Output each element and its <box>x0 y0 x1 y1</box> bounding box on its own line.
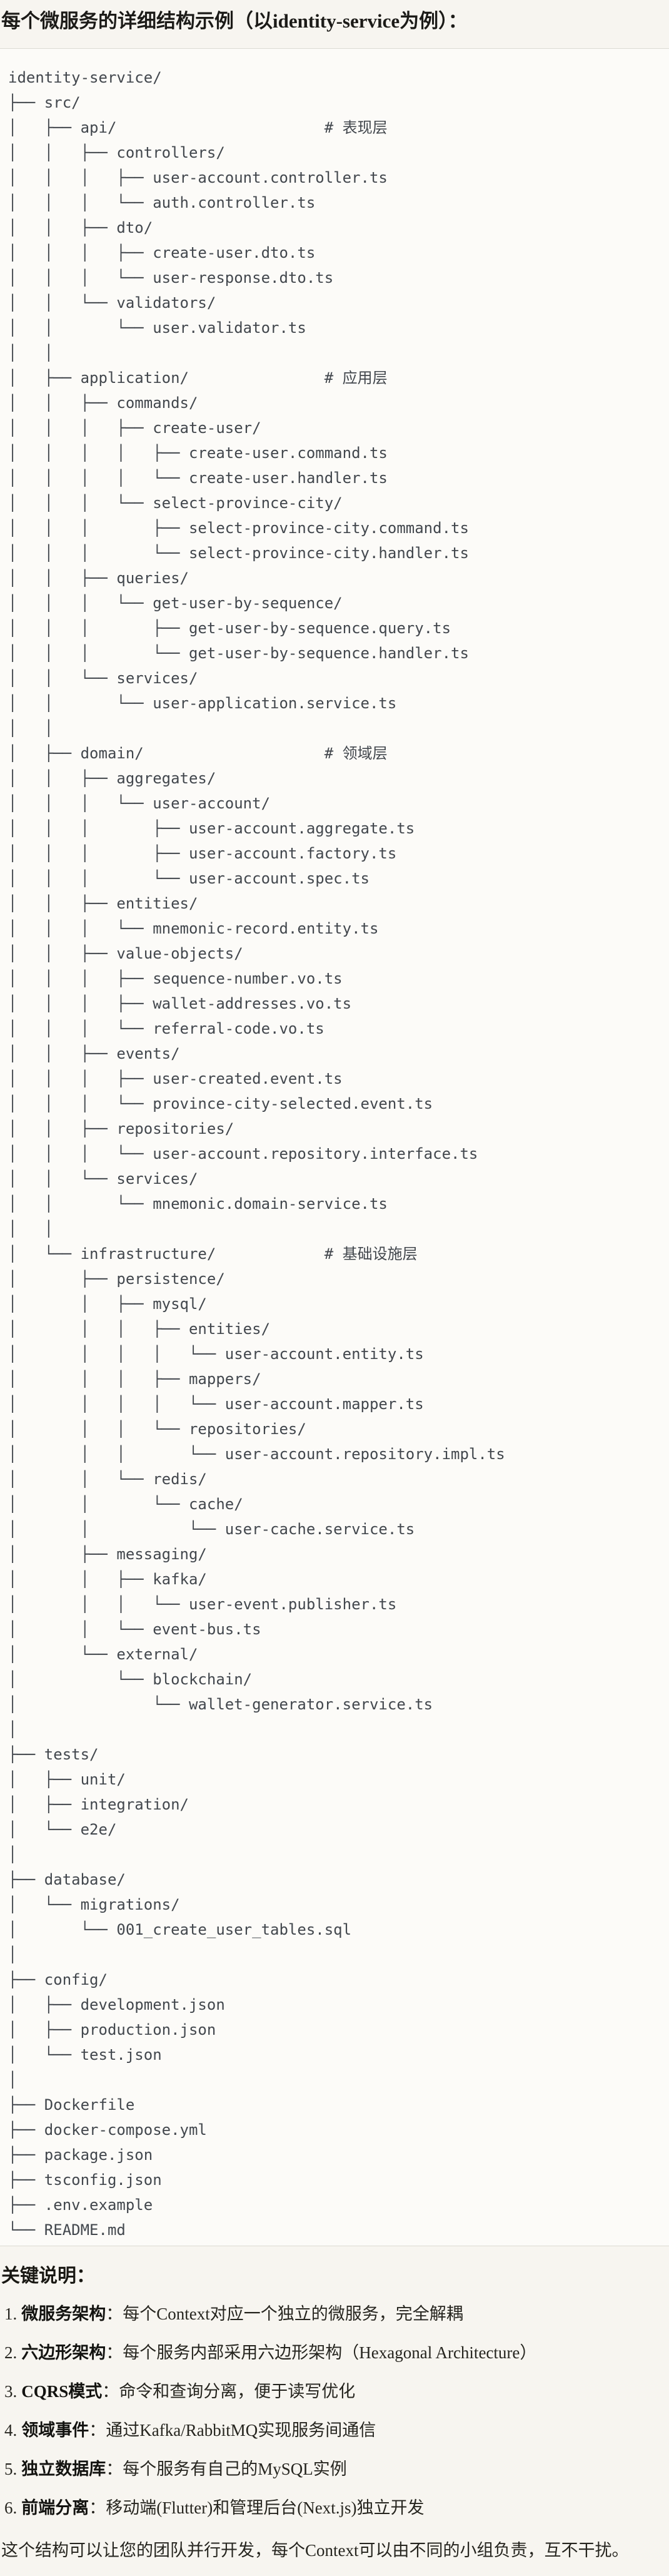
list-item: 1.微服务架构：每个Context对应一个独立的微服务，完全解耦 <box>4 2303 664 2325</box>
list-item-colon: ： <box>106 2304 123 2323</box>
list-item-label: 六边形架构 <box>21 2343 106 2362</box>
list-item-number: 2. <box>4 2343 18 2362</box>
directory-tree: identity-service/ ├── src/ │ ├── api/ # … <box>8 69 505 2239</box>
notes-list: 1.微服务架构：每个Context对应一个独立的微服务，完全解耦 2.六边形架构… <box>1 2303 664 2519</box>
list-item-number: 1. <box>4 2304 18 2323</box>
closing-paragraph: 这个结构可以让您的团队并行开发，每个Context可以由不同的小组负责，互不干扰… <box>1 2541 629 2560</box>
list-item-colon: ： <box>106 2343 123 2362</box>
list-item: 3.CQRS模式：命令和查询分离，便于读写优化 <box>4 2380 664 2403</box>
list-item-colon: ： <box>102 2382 119 2401</box>
list-item-number: 3. <box>4 2382 18 2401</box>
list-item-label: 微服务架构 <box>21 2304 106 2323</box>
list-item-text: 每个服务内部采用六边形架构（Hexagonal Architecture） <box>123 2343 537 2362</box>
list-item: 4.领域事件：通过Kafka/RabbitMQ实现服务间通信 <box>4 2419 664 2441</box>
list-item-label: CQRS模式 <box>21 2382 103 2401</box>
list-item-colon: ： <box>89 2498 106 2517</box>
notes-section: 关键说明： 1.微服务架构：每个Context对应一个独立的微服务，完全解耦 2… <box>0 2263 669 2562</box>
list-item-label: 前端分离 <box>21 2498 89 2517</box>
notes-heading: 关键说明： <box>1 2266 95 2286</box>
list-item-number: 6. <box>4 2498 18 2517</box>
code-block: identity-service/ ├── src/ │ ├── api/ # … <box>0 48 669 2246</box>
list-item-text: 每个Context对应一个独立的微服务，完全解耦 <box>123 2304 463 2323</box>
list-item-text: 命令和查询分离，便于读写优化 <box>119 2382 356 2401</box>
list-item-number: 5. <box>4 2460 18 2478</box>
list-item-label: 独立数据库 <box>21 2460 106 2478</box>
list-item-text: 移动端(Flutter)和管理后台(Next.js)独立开发 <box>106 2498 425 2517</box>
list-item: 2.六边形架构：每个服务内部采用六边形架构（Hexagonal Architec… <box>4 2341 664 2364</box>
list-item: 6.前端分离：移动端(Flutter)和管理后台(Next.js)独立开发 <box>4 2497 664 2519</box>
list-item-label: 领域事件 <box>21 2421 89 2440</box>
list-item-number: 4. <box>4 2421 18 2440</box>
page-title: 每个微服务的详细结构示例（以identity-service为例）： <box>1 10 468 32</box>
list-item-colon: ： <box>89 2421 106 2440</box>
list-item-text: 每个服务有自己的MySQL实例 <box>123 2460 347 2478</box>
list-item: 5.独立数据库：每个服务有自己的MySQL实例 <box>4 2458 664 2480</box>
list-item-colon: ： <box>106 2460 123 2478</box>
list-item-text: 通过Kafka/RabbitMQ实现服务间通信 <box>106 2421 376 2440</box>
